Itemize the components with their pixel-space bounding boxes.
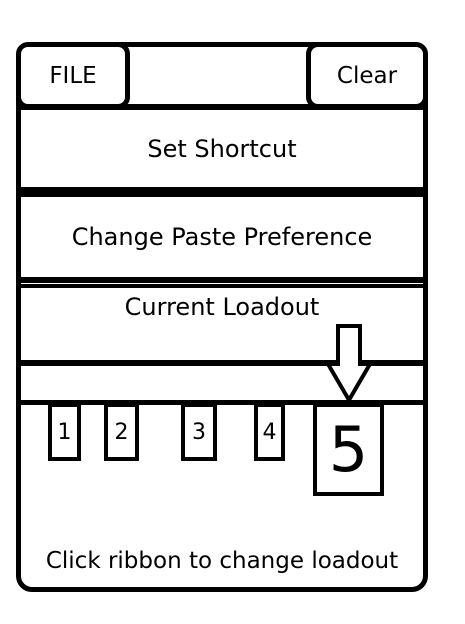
loadout-slot-1-label: 1 [57, 419, 72, 445]
loadout-slot-2-label: 2 [114, 419, 129, 445]
file-button-label: FILE [49, 62, 97, 89]
set-shortcut-button[interactable]: Set Shortcut [21, 110, 423, 187]
app-window-frame [16, 42, 428, 592]
ribbon-hint-text: Click ribbon to change loadout [45, 548, 399, 574]
change-paste-preference-label: Change Paste Preference [71, 223, 373, 251]
loadout-slot-1[interactable]: 1 [48, 403, 81, 461]
loadout-slot-4[interactable]: 4 [254, 403, 285, 461]
loadout-slot-5-selected[interactable]: 5 [313, 403, 384, 496]
change-paste-preference-button[interactable]: Change Paste Preference [21, 197, 423, 277]
down-arrow-icon [326, 324, 372, 404]
file-button[interactable]: FILE [16, 42, 130, 109]
loadout-slot-4-label: 4 [262, 419, 277, 445]
loadout-slot-3[interactable]: 3 [181, 403, 217, 461]
current-loadout-label: Current Loadout [124, 293, 320, 321]
clear-button[interactable]: Clear [306, 42, 428, 109]
loadout-slot-3-label: 3 [192, 419, 206, 445]
divider-1 [16, 187, 428, 193]
clear-button-label: Clear [336, 62, 398, 89]
divider-2b [16, 284, 428, 288]
divider-3 [16, 360, 428, 366]
current-loadout-heading: Current Loadout [21, 288, 423, 326]
loadout-slot-2[interactable]: 2 [104, 403, 139, 461]
set-shortcut-label: Set Shortcut [147, 134, 297, 163]
loadout-slot-5-label: 5 [328, 413, 369, 486]
ribbon-bottom-line [16, 400, 428, 405]
divider-2 [16, 277, 428, 283]
divider-1b [16, 193, 428, 197]
header-divider [16, 104, 428, 110]
